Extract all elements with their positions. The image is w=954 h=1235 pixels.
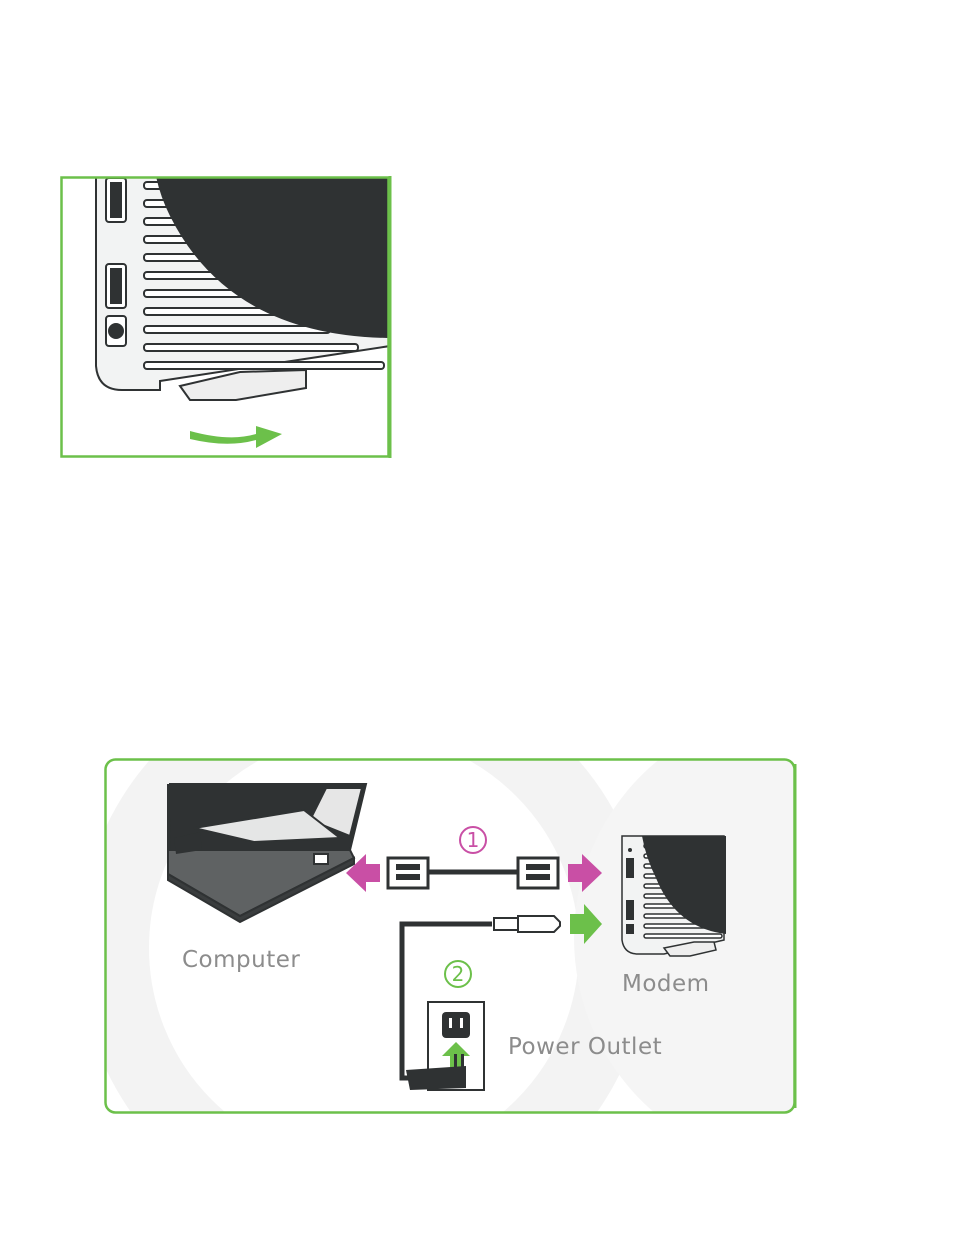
stand-rotation-illustration — [60, 176, 392, 458]
step-2-marker: 2 — [445, 961, 471, 987]
svg-text:1: 1 — [467, 828, 480, 852]
computer-label: Computer — [182, 947, 300, 973]
stand-rotation-figure — [60, 176, 392, 458]
connection-diagram: 1 2 — [104, 758, 798, 1114]
power-outlet-label: Power Outlet — [508, 1034, 662, 1060]
connection-illustration: 1 2 — [104, 758, 798, 1114]
step-1-marker: 1 — [460, 827, 486, 853]
modem-label: Modem — [622, 971, 710, 997]
modem-icon — [622, 836, 726, 956]
svg-text:2: 2 — [452, 962, 465, 986]
